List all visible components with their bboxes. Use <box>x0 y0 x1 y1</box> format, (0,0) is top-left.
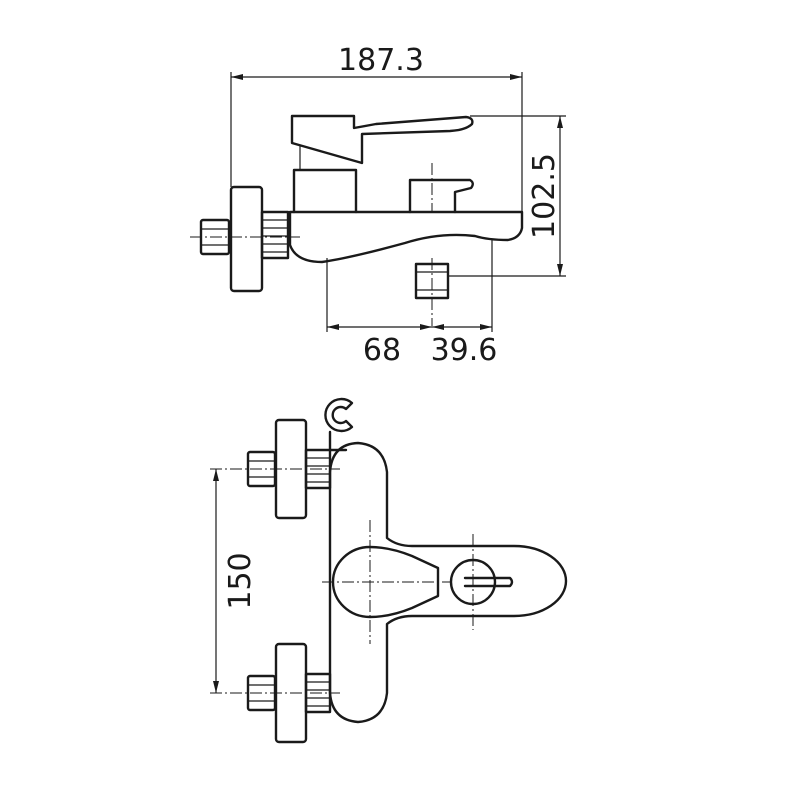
lever-handle <box>290 114 474 165</box>
eccentric-union <box>260 210 290 260</box>
arrow-head <box>557 116 563 128</box>
arrow-head <box>557 264 563 276</box>
dimension-depth: 68 39.6 <box>326 240 498 368</box>
dimension-label: 187.3 <box>338 43 424 78</box>
shower-hook <box>324 397 354 433</box>
dimension-label: 150 <box>223 552 258 609</box>
arrow-head <box>432 324 444 330</box>
front-view: 150 <box>210 397 568 744</box>
diverter-knob <box>408 178 474 214</box>
arrow-head <box>327 324 339 330</box>
dimension-label: 39.6 <box>431 333 498 368</box>
arrow-head <box>213 681 219 693</box>
arrow-head <box>213 469 219 481</box>
arrow-head <box>510 74 522 80</box>
inlet-nut <box>199 218 231 256</box>
side-view: 187.3 102.5 68 39.6 <box>190 43 566 368</box>
arrow-head <box>420 324 432 330</box>
dimension-overall-height: 102.5 <box>448 115 566 277</box>
wall-flange <box>229 185 264 293</box>
mixer-body-vertical <box>328 441 568 724</box>
arrow-head <box>480 324 492 330</box>
dimension-label: 102.5 <box>527 153 562 239</box>
mixer-body <box>288 210 524 264</box>
diverter-tab <box>463 576 514 588</box>
cartridge-housing <box>292 168 358 214</box>
dimension-overall-length: 187.3 <box>230 43 523 212</box>
dimension-inlet-centers: 150 <box>213 469 258 693</box>
dimension-label: 68 <box>363 333 401 368</box>
arrow-head <box>231 74 243 80</box>
